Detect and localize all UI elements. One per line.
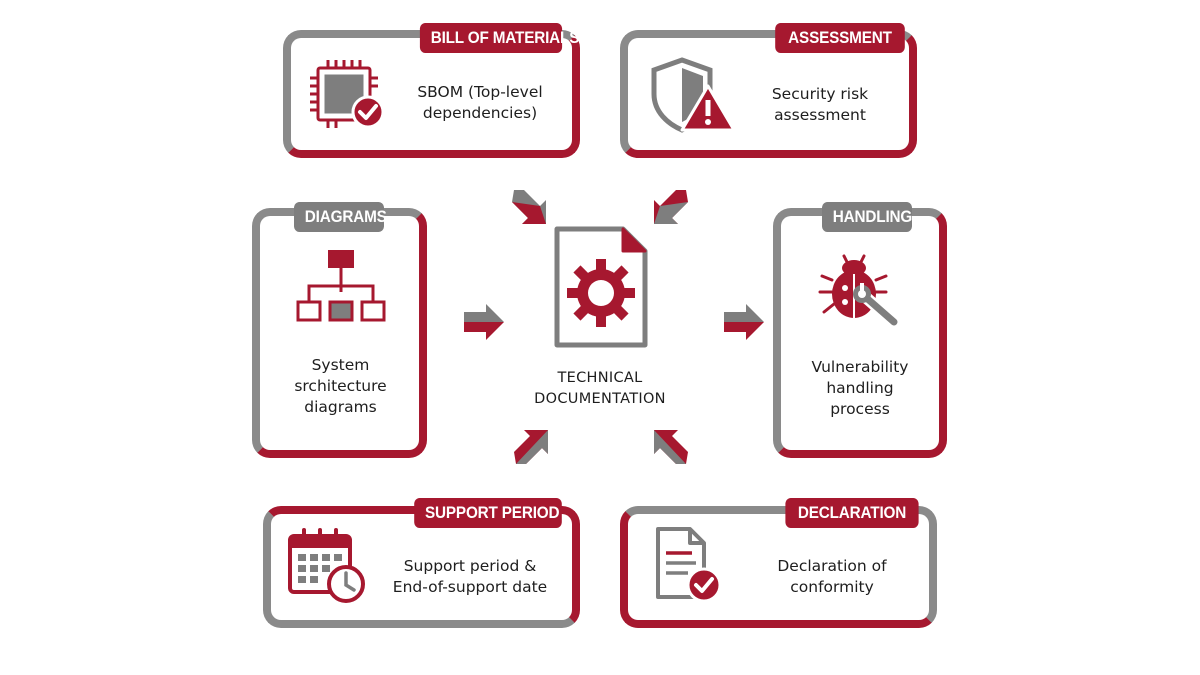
card-handling [773,208,947,458]
document-check-icon [648,525,728,605]
tag-handling: HANDLING [822,202,912,232]
arrow-support-to-center [512,426,552,466]
arrow-bom-to-center [510,188,550,228]
calendar-clock-icon [284,528,374,606]
tag-assessment: ASSESSMENT [775,23,905,53]
shield-warning-icon [648,56,738,136]
card-diagrams [252,208,427,458]
arrow-diagrams-to-center [462,302,506,342]
arrow-declaration-to-center [650,426,690,466]
tag-bill-of-materials: BILL OF MATERIALS [419,23,579,53]
card-declaration [620,506,937,628]
bug-wrench-icon [818,250,908,330]
gear-document-icon [553,225,653,350]
tag-support-period: SUPPORT PERIOD [414,498,562,528]
tag-diagrams: DIAGRAMS [294,202,387,232]
chip-check-icon [302,58,392,138]
arrow-assessment-to-center [650,188,690,228]
support-description: Support period &End-of-support date [392,557,548,596]
arrow-center-to-handling [722,302,766,342]
hierarchy-icon [296,250,386,325]
tag-declaration: DECLARATION [785,498,919,528]
